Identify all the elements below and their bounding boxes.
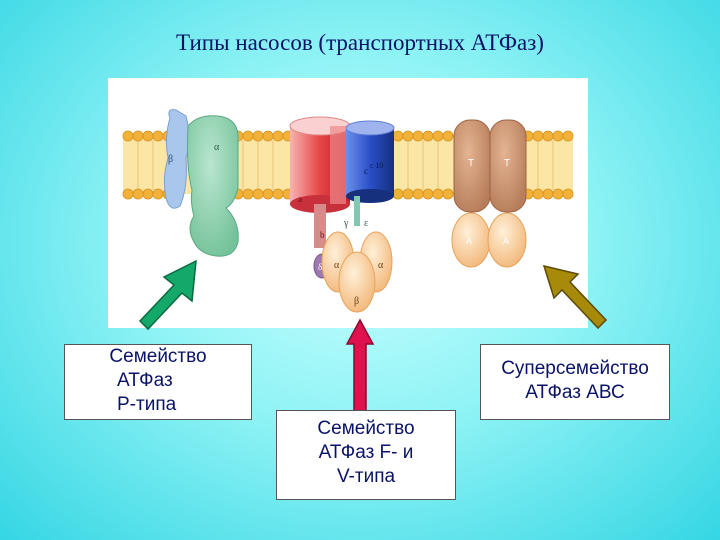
- abc-superfamily-box: Суперсемейство АТФаз АВС: [480, 344, 670, 420]
- green-arrow: [138, 259, 197, 331]
- slide-title: Типы насосов (транспортных АТФаз): [176, 30, 544, 55]
- label-alpha-right: α: [378, 260, 384, 271]
- label-c: c: [364, 166, 368, 176]
- label-t-left: T: [468, 158, 474, 169]
- p-type-line1: Семейство: [109, 346, 207, 367]
- label-epsilon: ε: [364, 218, 368, 229]
- label-beta-f: β: [354, 296, 359, 307]
- membrane-illustration: α β a c c 10 b γ ε δ α α β: [122, 109, 574, 313]
- label-gamma: γ: [343, 218, 349, 229]
- abc-transporter: T T A A: [451, 119, 527, 268]
- label-a-right: A: [503, 236, 509, 246]
- p-type-atpase: α β: [163, 109, 239, 257]
- p-type-line2: АТФаз: [117, 370, 173, 391]
- membrane-diagram: α β a c c 10 b γ ε δ α α β: [108, 78, 588, 328]
- f-v-type-line2: АТФаз F- и: [318, 442, 414, 463]
- label-alpha: α: [214, 142, 220, 153]
- label-a-left: A: [466, 236, 472, 246]
- label-t-right: T: [504, 158, 510, 169]
- f-v-type-line1: Семейство: [317, 418, 415, 439]
- f-v-type-line3: V-типа: [336, 466, 396, 487]
- alpha-subunit: [187, 115, 239, 257]
- beta-subunit: [163, 109, 190, 209]
- p-type-family-box: Семейство АТФаз Р-типа: [64, 344, 252, 420]
- p-type-line3: Р-типа: [117, 394, 177, 415]
- label-delta: δ: [318, 262, 322, 272]
- f-v-type-family-box: Семейство АТФаз F- и V-типа: [276, 410, 456, 500]
- label-a: a: [298, 194, 302, 204]
- label-beta: β: [168, 154, 173, 165]
- olive-arrow: [542, 264, 608, 330]
- abc-line2: АТФаз АВС: [525, 382, 625, 403]
- red-arrow: [345, 318, 375, 413]
- f-type-atpase: a c c 10 b γ ε δ α α β: [289, 116, 395, 313]
- abc-line1: Суперсемейство: [501, 358, 649, 379]
- label-c10: c 10: [370, 161, 384, 170]
- label-b: b: [320, 230, 325, 240]
- label-alpha-left: α: [334, 260, 340, 271]
